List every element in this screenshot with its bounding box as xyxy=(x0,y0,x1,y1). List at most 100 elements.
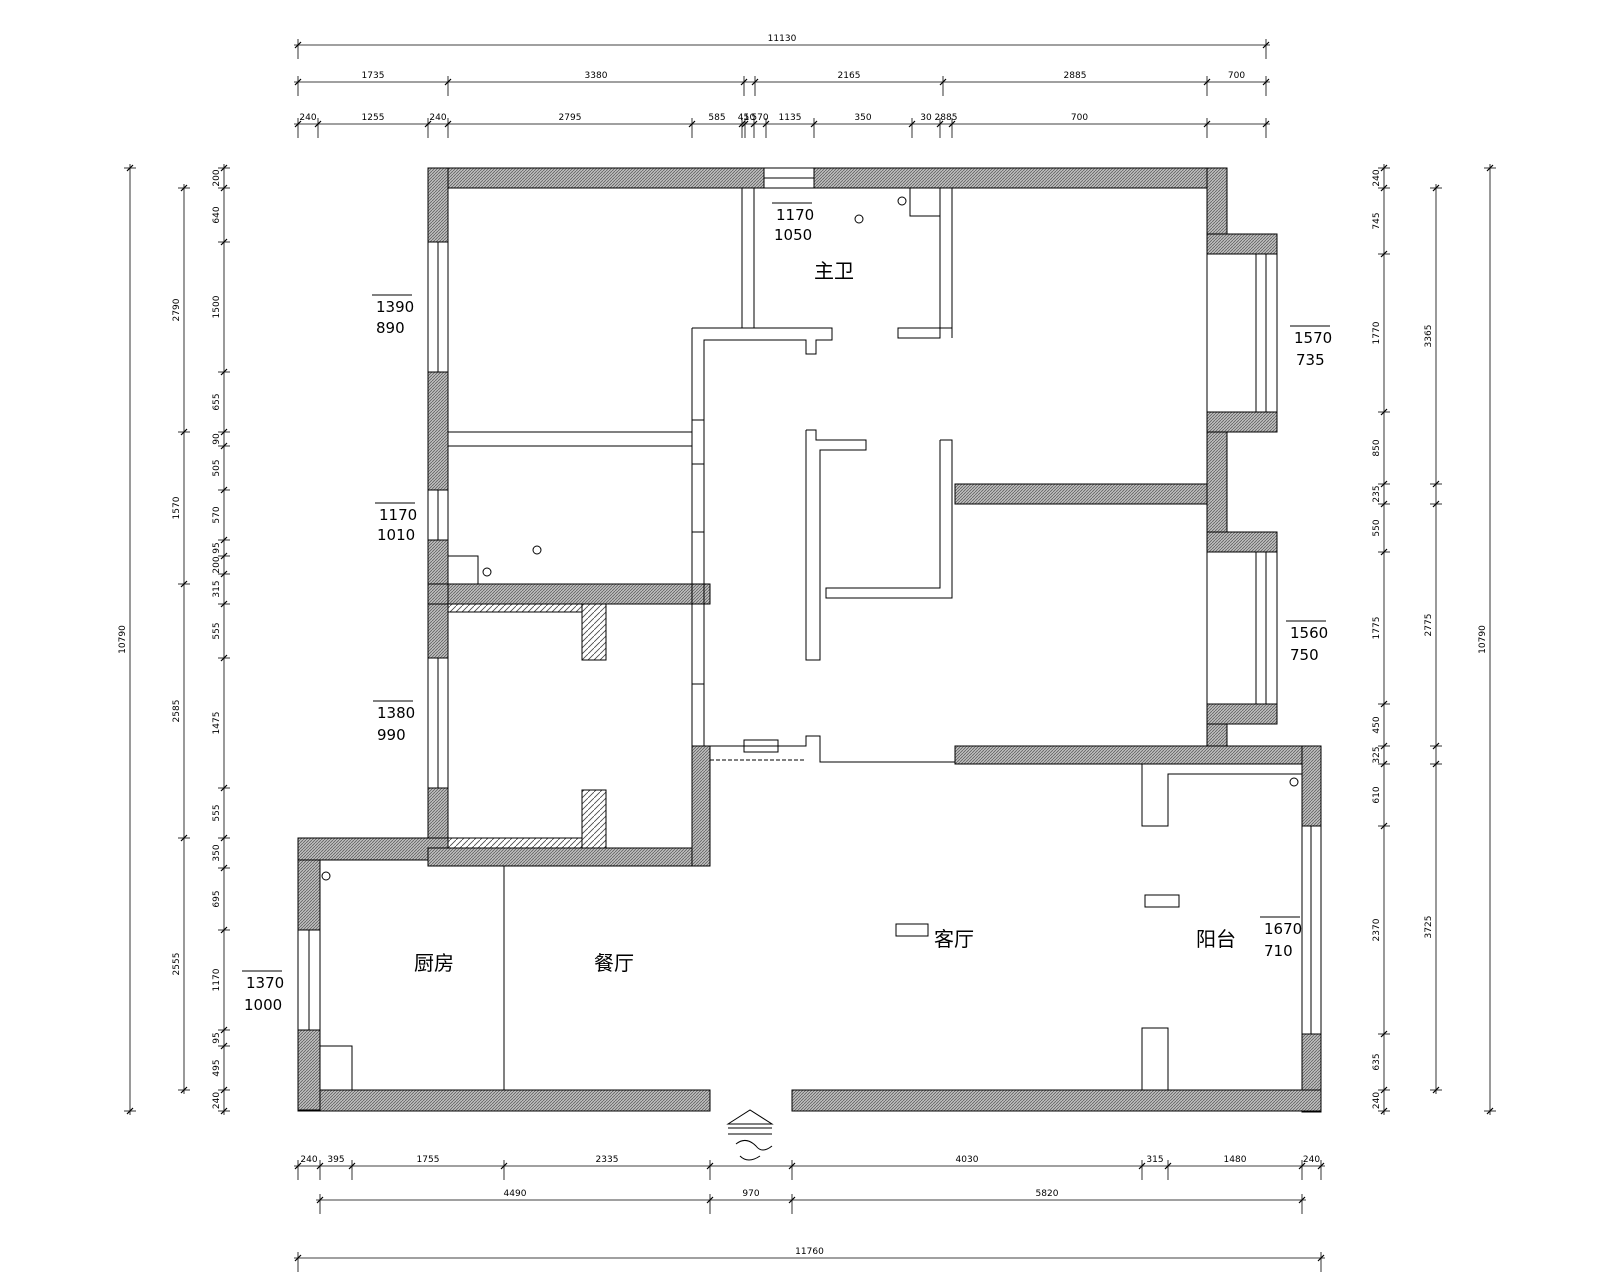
dim-label: 655 xyxy=(212,393,222,410)
dim-tick xyxy=(444,120,452,128)
dim-tick xyxy=(1380,184,1388,192)
dim-label: 240 xyxy=(1303,1155,1320,1165)
bay-2-top xyxy=(1206,531,1278,553)
room-label-master-bath: 主卫 xyxy=(814,259,854,283)
wall-top-right xyxy=(813,167,1228,189)
dim-label: 240 xyxy=(1372,1092,1382,1109)
wall-bottom-right xyxy=(791,1089,1322,1112)
window-label-top: 1370 xyxy=(246,974,284,992)
dim-label: 350 xyxy=(854,113,871,123)
dim-label: 90 xyxy=(212,433,222,445)
dim-label: 200 xyxy=(212,169,222,186)
dim-tick xyxy=(220,784,228,792)
window-label-top: 1170 xyxy=(379,506,417,524)
dim-label: 30 xyxy=(920,113,932,123)
dim-label: 1770 xyxy=(1372,321,1382,344)
dim-tick xyxy=(948,120,956,128)
dim-tick xyxy=(1380,408,1388,416)
dim-tick xyxy=(908,120,916,128)
dim-tick xyxy=(750,120,758,128)
window-label-bottom: 1010 xyxy=(377,526,415,544)
dim-label: 2775 xyxy=(1424,614,1434,637)
dim-label: 570 xyxy=(212,506,222,523)
wardrobe-col-1 xyxy=(581,603,607,661)
dim-tick xyxy=(1432,742,1440,750)
dim-tick xyxy=(1262,41,1270,49)
dim-tick xyxy=(1262,78,1270,86)
dim-tick xyxy=(1380,1030,1388,1038)
dim-tick xyxy=(1203,78,1211,86)
bay-1-top xyxy=(1206,233,1278,255)
dim-tick xyxy=(220,184,228,192)
room-label-dining: 餐厅 xyxy=(594,951,634,975)
dim-label: 95 xyxy=(212,1032,222,1043)
dim-label: 495 xyxy=(212,1059,222,1076)
dim-label: 240 xyxy=(1372,169,1382,186)
dim-tick xyxy=(314,120,322,128)
dim-tick xyxy=(1317,1162,1325,1170)
dim-label: 11130 xyxy=(768,34,797,44)
window-label-top: 1170 xyxy=(776,206,814,224)
wall-living-right-1 xyxy=(1301,745,1322,827)
window-label-bottom: 710 xyxy=(1264,942,1293,960)
room-label-living: 客厅 xyxy=(934,927,974,951)
dim-tick xyxy=(316,1196,324,1204)
dim-label: 1500 xyxy=(212,295,222,318)
ac-unit-2 xyxy=(895,923,929,937)
dim-tick xyxy=(220,926,228,934)
interior-lines xyxy=(297,167,1322,1161)
dim-label: 550 xyxy=(1372,519,1382,536)
dim-label: 570 xyxy=(751,113,768,123)
dim-tick xyxy=(294,78,302,86)
dim-label: 235 xyxy=(1372,485,1382,502)
dim-label: 640 xyxy=(212,206,222,223)
window-label-top: 1570 xyxy=(1294,329,1332,347)
dim-tick xyxy=(126,164,134,172)
dim-label: 3365 xyxy=(1424,325,1434,348)
dim-label: 395 xyxy=(327,1155,344,1165)
dim-label: 635 xyxy=(1372,1053,1382,1070)
dim-label: 555 xyxy=(212,622,222,639)
dim-label: 2335 xyxy=(596,1155,619,1165)
dim-label: 2885 xyxy=(935,113,958,123)
dim-label: 45 xyxy=(738,113,749,123)
dim-tick xyxy=(220,654,228,662)
dim-tick xyxy=(1164,1162,1172,1170)
dim-tick xyxy=(220,486,228,494)
dim-tick xyxy=(936,120,944,128)
window-label-top: 1380 xyxy=(377,704,415,722)
dim-label: 505 xyxy=(212,459,222,476)
dim-tick xyxy=(220,1107,228,1115)
room-label-balcony: 阳台 xyxy=(1196,927,1236,951)
dim-label: 5820 xyxy=(1036,1189,1059,1199)
dim-tick xyxy=(220,1026,228,1034)
dim-tick xyxy=(1380,548,1388,556)
wall-bottom-left xyxy=(297,1089,711,1112)
dim-label: 1755 xyxy=(417,1155,440,1165)
bay-1-bottom xyxy=(1206,411,1278,433)
dim-label: 585 xyxy=(708,113,725,123)
dim-tick xyxy=(424,120,432,128)
dim-tick xyxy=(939,78,947,86)
wall-bedroom-divider xyxy=(954,483,1208,505)
dim-label: 240 xyxy=(300,1155,317,1165)
window-label-bottom: 890 xyxy=(376,319,405,337)
dim-tick xyxy=(1298,1196,1306,1204)
dim-tick xyxy=(294,120,302,128)
dim-label: 4030 xyxy=(956,1155,979,1165)
dim-tick xyxy=(810,120,818,128)
dim-label: 240 xyxy=(212,1092,222,1109)
room-label-kitchen: 厨房 xyxy=(414,951,454,975)
dim-tick xyxy=(1380,500,1388,508)
dim-tick xyxy=(180,428,188,436)
dim-tick xyxy=(220,238,228,246)
dim-tick xyxy=(220,600,228,608)
wall-left-2 xyxy=(427,371,449,491)
wall-room3-bottom xyxy=(427,847,711,867)
dim-label: 450 xyxy=(1372,716,1382,733)
dim-tick xyxy=(1380,822,1388,830)
dim-tick xyxy=(220,1086,228,1094)
dim-tick xyxy=(1380,250,1388,258)
